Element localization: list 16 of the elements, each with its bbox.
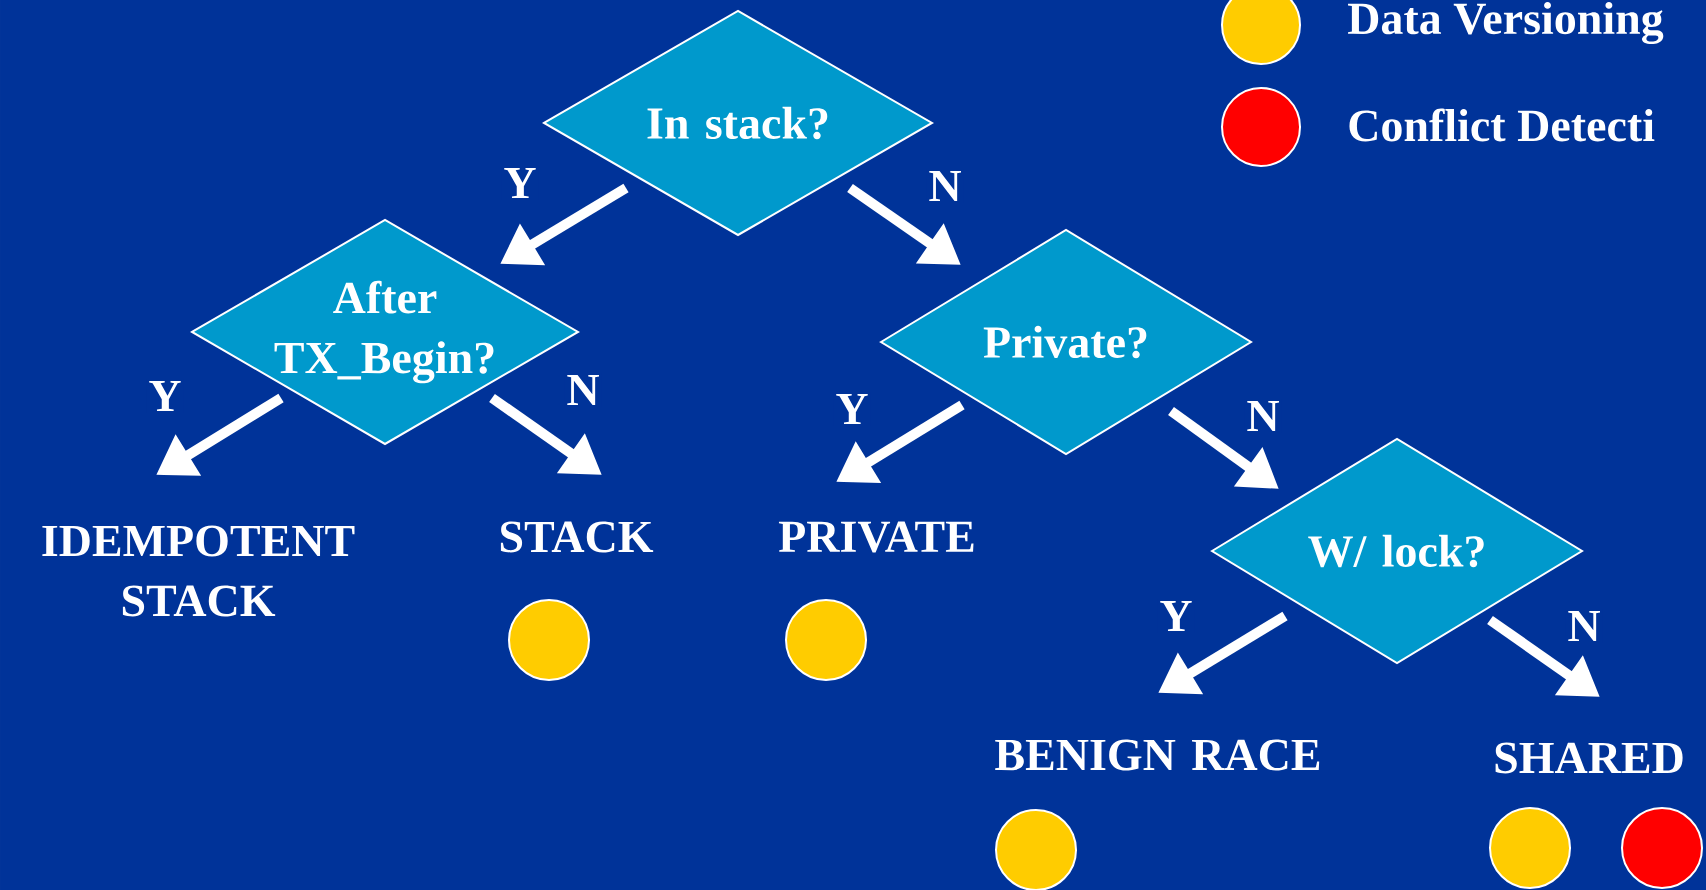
outcome-label: IDEMPOTENT STACK — [42, 525, 355, 617]
status-dot — [508, 599, 590, 681]
edge-label: Y — [1157, 598, 1195, 634]
outcome-label: SHARED — [1495, 742, 1683, 774]
status-dot — [1621, 807, 1703, 889]
outcome-label: BENIGN RACE — [995, 739, 1320, 771]
status-dot — [1489, 807, 1571, 889]
edge-label: Y — [833, 391, 871, 427]
status-dot — [785, 599, 867, 681]
status-dot — [995, 809, 1077, 890]
outcome-label: PRIVATE — [778, 521, 974, 553]
legend-label: Data Versioning — [1348, 1, 1664, 44]
legend-label: Conflict Detecti — [1349, 108, 1655, 142]
edge-label: Y — [501, 165, 539, 201]
outcome-label: STACK — [500, 521, 654, 553]
edge-label: Y — [146, 378, 184, 414]
